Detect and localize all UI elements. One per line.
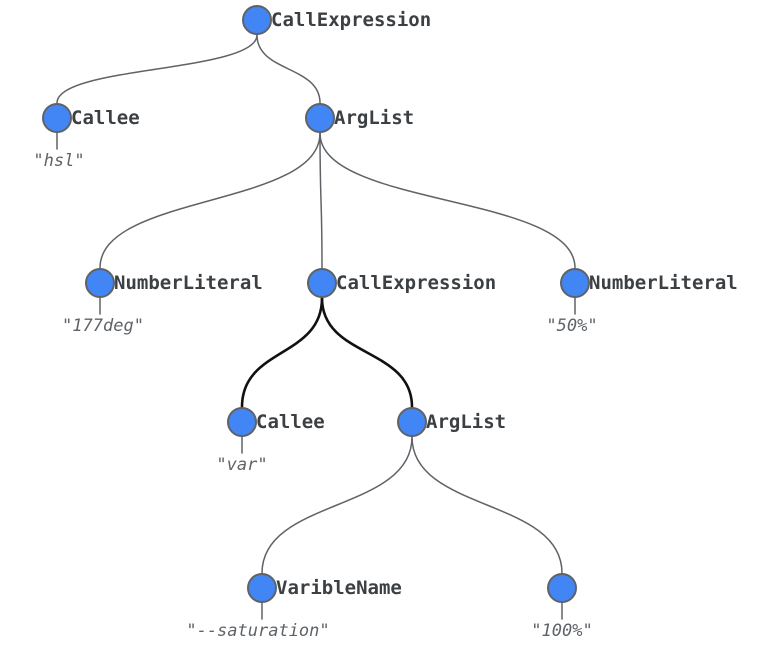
node-value: "hsl" (33, 151, 85, 171)
node-circle-icon[interactable] (85, 268, 115, 298)
node-label: Callee (256, 411, 325, 433)
node-label: NumberLiteral (589, 272, 738, 294)
node-value: "100%" (531, 621, 593, 641)
node-circle-icon[interactable] (560, 268, 590, 298)
node-label: VaribleName (276, 577, 402, 599)
tree-edge (319, 132, 323, 269)
tree-edge (261, 436, 413, 574)
node-circle-icon[interactable] (42, 103, 72, 133)
node-value: "50%" (546, 316, 598, 336)
node-label: CallExpression (271, 9, 432, 31)
tree-edge (319, 132, 576, 269)
node-circle-icon[interactable] (547, 573, 577, 603)
node-value: "var" (216, 455, 268, 475)
node-label: Callee (71, 107, 140, 129)
node-circle-icon[interactable] (242, 5, 272, 35)
node-circle-icon[interactable] (227, 407, 257, 437)
tree-edge (240, 296, 324, 409)
node-value: "177deg" (62, 316, 144, 336)
tree-edge (320, 296, 414, 409)
tree-edge (256, 34, 321, 104)
tree-edge (56, 34, 258, 104)
node-value: "--saturation" (186, 621, 330, 641)
node-label: NumberLiteral (114, 272, 263, 294)
node-circle-icon[interactable] (397, 407, 427, 437)
node-circle-icon[interactable] (307, 268, 337, 298)
tree-edge (411, 436, 563, 574)
node-label: CallExpression (336, 272, 497, 294)
tree-edge (99, 132, 321, 269)
node-label: ArgList (334, 107, 415, 129)
node-circle-icon[interactable] (247, 573, 277, 603)
node-circle-icon[interactable] (305, 103, 335, 133)
node-label: ArgList (426, 411, 507, 433)
